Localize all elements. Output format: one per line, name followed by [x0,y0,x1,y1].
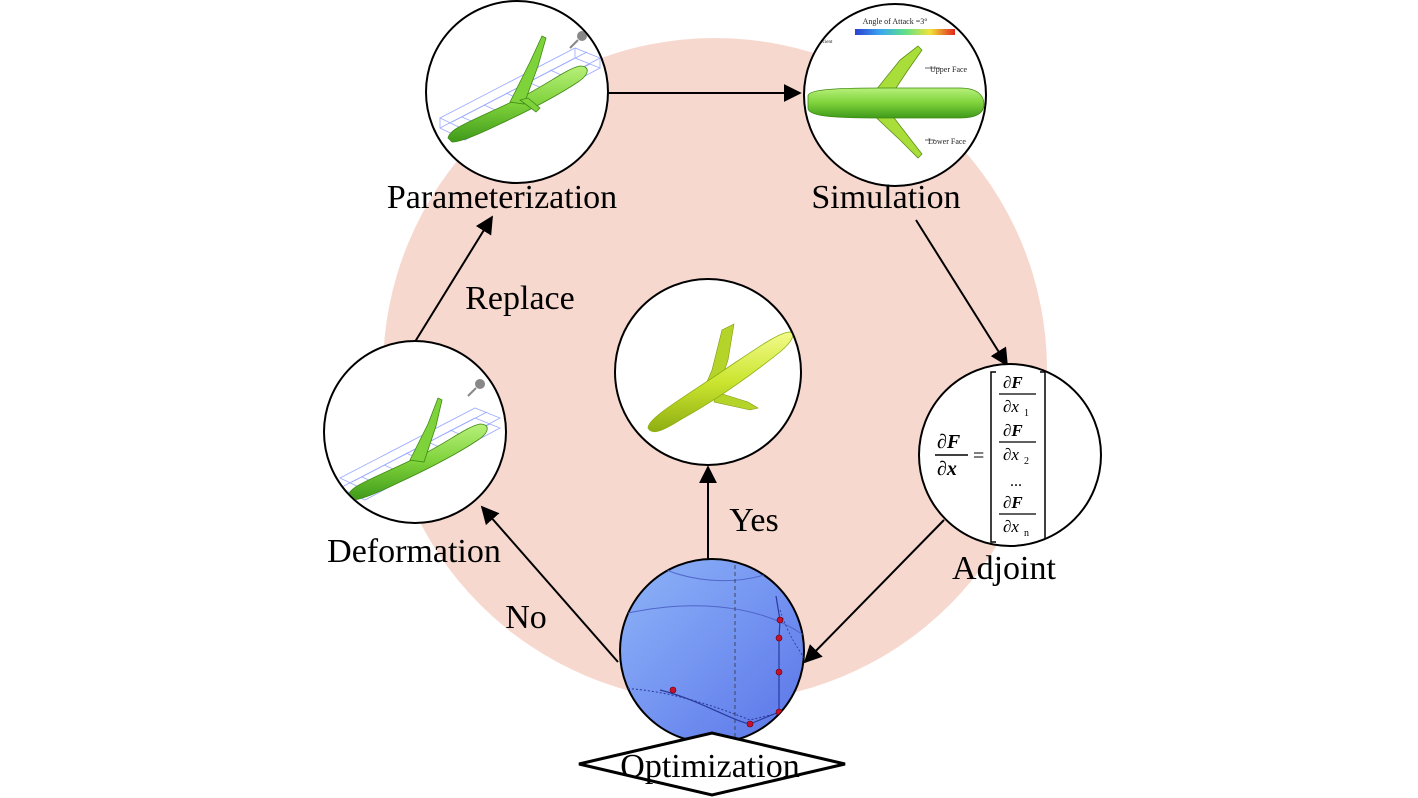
parameterization-aircraft-image [439,31,601,143]
deformation-node [323,340,507,524]
arrow-optimization-to-deformation [480,505,619,663]
optimization-node [619,558,805,744]
arrow-simulation-to-adjoint [915,219,1008,367]
row2-subscript: 2 [1024,456,1029,467]
row2-denominator: ∂x [1003,445,1019,464]
pressure-colorbar [855,29,955,35]
row2-numerator: ∂F [1003,421,1023,440]
deformation-aircraft-image [339,379,501,501]
rown-subscript: n [1024,528,1029,539]
optimization-point [775,668,783,676]
decision-diamond [578,731,846,797]
simulation-label: Simulation [811,179,960,216]
lhs-numerator: ∂F [937,431,961,453]
adjoint-node: ∂F ∂x = ∂F ∂x 1 ∂F ∂x 2 ... ∂F ∂x n [918,363,1102,547]
optimization-point [669,686,677,694]
row1-subscript: 1 [1024,408,1029,419]
row1-denominator: ∂x [1003,397,1019,416]
optimization-label: Optimization [620,748,799,785]
lower-face-label: Lower Face [928,137,966,146]
row1-numerator: ∂F [1003,373,1023,392]
no-label: No [505,599,547,636]
rown-numerator: ∂F [1003,493,1023,512]
rown-denominator: ∂x [1003,517,1019,536]
upper-face-label: Upper Face [930,65,968,74]
adjoint-gradient-formula: ∂F ∂x = ∂F ∂x 1 ∂F ∂x 2 ... ∂F ∂x n [935,371,1046,543]
optimization-contour-image [620,559,804,743]
simulation-node: Angle of Attack =3° Coefficient Upper Fa… [803,3,987,187]
adjoint-label: Adjoint [952,550,1056,587]
lhs-denominator: ∂x [937,458,957,480]
parameterization-label: Parameterization [387,179,617,216]
parameterization-node [425,0,609,184]
arrow-deformation-to-parameterization [412,215,493,346]
optimization-point [776,616,784,624]
ellipsis: ... [1010,473,1022,490]
arrow-adjoint-to-optimization [803,519,945,664]
optimized-aircraft-image [647,323,794,433]
angle-of-attack-label: Angle of Attack =3° [863,17,928,26]
optimization-point [746,720,754,728]
equals-sign: = [973,445,984,467]
yes-label: Yes [729,502,778,539]
final-design-node [614,278,802,466]
deformation-label: Deformation [327,533,501,570]
replace-label: Replace [465,280,575,317]
optimization-point [775,634,783,642]
